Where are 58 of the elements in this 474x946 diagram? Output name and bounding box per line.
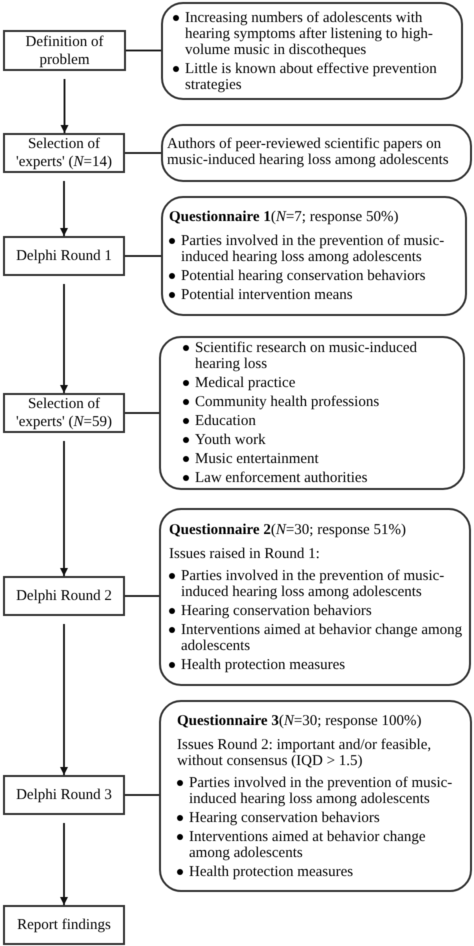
process-box xyxy=(3,236,125,276)
process-box xyxy=(3,905,125,945)
step-label: Report findings xyxy=(17,916,111,934)
rounded-note-box xyxy=(161,196,467,316)
note-heading: Questionnaire 1(N=7; response 50%) xyxy=(169,209,400,225)
list-item: Increasing numbers of adolescents with hearing symptoms after listening to high-volume music in discotheques xyxy=(185,10,434,58)
process-box xyxy=(3,133,125,173)
connector-line xyxy=(125,595,159,597)
arrow xyxy=(60,823,68,905)
step-label: Selection of 'experts' (N=59) xyxy=(15,395,113,431)
connector-line xyxy=(125,152,161,154)
connector-line xyxy=(125,412,159,414)
list-item: Little is known about effective prevention strategies xyxy=(185,60,438,92)
process-box xyxy=(3,30,126,71)
rounded-note-box xyxy=(159,700,472,892)
list-item: Parties involved in the prevention of music-induced hearing loss among adolescents xyxy=(181,233,446,265)
list-item: Education xyxy=(195,413,256,429)
rounded-note-box xyxy=(161,2,463,100)
list-item: Community health professions xyxy=(195,394,380,410)
process-box xyxy=(3,393,125,433)
list-item: Scientific research on music-induced hearing loss xyxy=(195,340,418,372)
list-item: Music entertainment xyxy=(195,451,319,467)
list-item: Potential intervention means xyxy=(181,287,353,303)
rounded-note-box xyxy=(159,336,465,490)
step-label: Delphi Round 2 xyxy=(16,587,112,605)
arrow xyxy=(60,284,68,393)
arrow xyxy=(60,79,68,133)
step-label: Delphi Round 1 xyxy=(16,247,112,265)
step-label: Selection of 'experts' (N=14) xyxy=(15,135,113,171)
note-text: Issues Round 2: important and/or feasible, without consensus (IQD > 1.5) xyxy=(177,736,432,768)
list-item: Interventions aimed at behavior change among adolescents xyxy=(189,828,427,860)
step-label: Definition of problem xyxy=(24,32,104,68)
process-box xyxy=(3,775,125,815)
list-item: Youth work xyxy=(195,432,266,448)
list-item: Medical practice xyxy=(195,375,296,391)
list-item: Potential hearing conservation behaviors xyxy=(181,268,426,284)
note-text: Authors of peer-reviewed scientific papers on music-induced hearing loss among adolescents xyxy=(167,136,450,168)
rounded-note-box xyxy=(161,124,472,182)
list-item: Parties involved in the prevention of music-induced hearing loss among adolescents xyxy=(189,774,454,806)
list-item: Interventions aimed at behavior change among adolescents xyxy=(181,622,464,654)
step-label: Delphi Round 3 xyxy=(16,786,112,804)
arrow xyxy=(60,441,68,576)
rounded-note-box xyxy=(159,508,471,686)
list-item: Hearing conservation behaviors xyxy=(189,810,380,826)
connector-line xyxy=(126,50,161,52)
connector-line xyxy=(125,255,161,257)
process-box xyxy=(3,576,125,616)
list-item: Parties involved in the prevention of music-induced hearing loss among adolescents xyxy=(181,568,446,600)
arrow xyxy=(60,624,68,775)
list-item: Health protection measures xyxy=(181,656,346,672)
list-item: Law enforcement authorities xyxy=(195,470,368,486)
arrow xyxy=(60,181,68,236)
list-item: Health protection measures xyxy=(189,864,354,880)
list-item: Hearing conservation behaviors xyxy=(181,602,372,618)
note-heading: Questionnaire 2(N=30; response 51%) xyxy=(169,522,407,538)
connector-line xyxy=(125,794,159,796)
note-heading: Questionnaire 3(N=30; response 100%) xyxy=(177,712,422,728)
note-text: Issues raised in Round 1: xyxy=(169,546,321,562)
